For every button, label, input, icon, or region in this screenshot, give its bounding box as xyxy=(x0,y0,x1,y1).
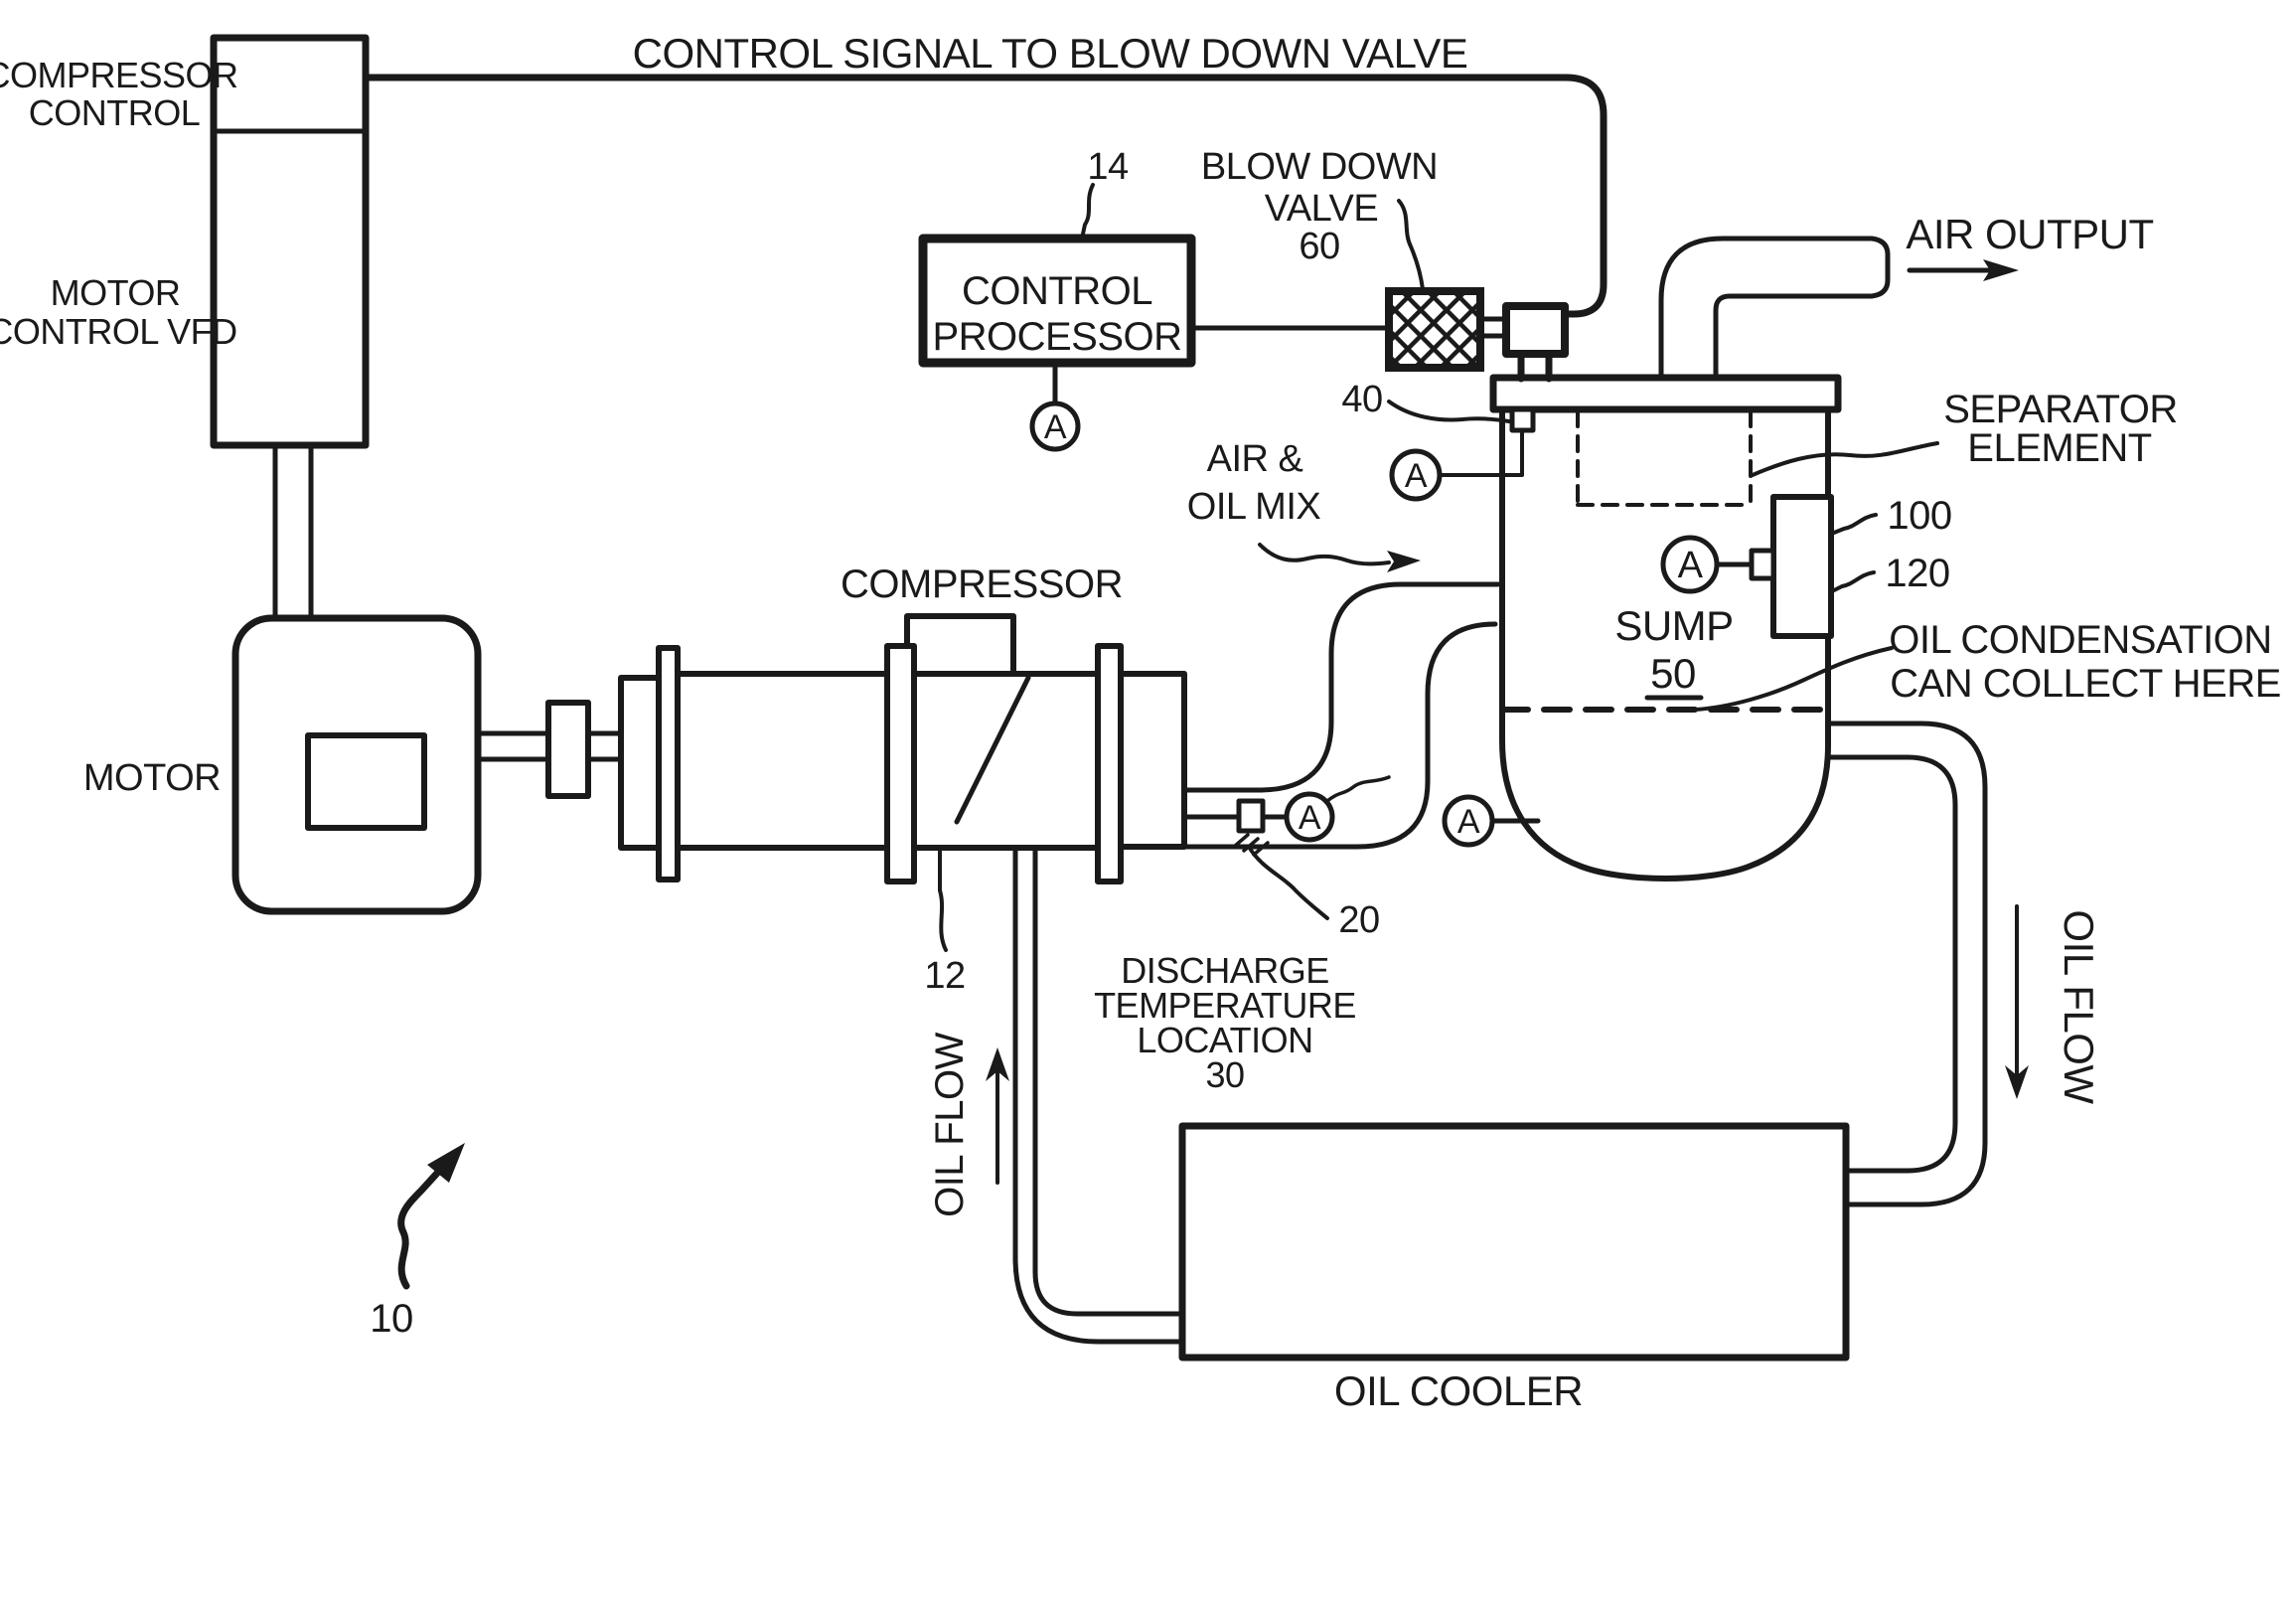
compressor-flange-c xyxy=(1095,643,1124,884)
sensor-a-tank-inlet: A xyxy=(1389,448,1443,502)
sensor-a-letter: A xyxy=(1678,545,1704,586)
shaft-coupling xyxy=(545,700,591,799)
ref-14: 14 xyxy=(1087,146,1129,188)
label-oil-condensation-1: OIL CONDENSATION xyxy=(1889,618,2271,662)
compressor-left-cap xyxy=(618,675,662,851)
leader-oil-condensation xyxy=(1693,646,1894,712)
ref-20: 20 xyxy=(1338,899,1379,941)
leader-100 xyxy=(1832,513,1878,535)
leader-120 xyxy=(1832,570,1876,592)
valve-legs xyxy=(1517,350,1553,383)
element-connector xyxy=(1749,548,1776,581)
inlet-sensor-lead xyxy=(1438,428,1524,477)
label-oil-flow-right: OIL FLOW xyxy=(2056,909,2102,1104)
label-oil-cooler: OIL COOLER xyxy=(1334,1367,1583,1414)
leader-14 xyxy=(1080,183,1095,240)
air-oil-mix-arrow xyxy=(1258,543,1421,572)
leader-40 xyxy=(1387,400,1511,423)
ref-12: 12 xyxy=(924,955,965,997)
system-ref-arrow xyxy=(397,1143,465,1290)
label-motor: MOTOR xyxy=(83,757,221,799)
label-control-processor-1: CONTROL xyxy=(962,269,1152,313)
sensor-a-letter: A xyxy=(1044,408,1067,446)
label-blow-down-1: BLOW DOWN xyxy=(1201,146,1438,188)
label-air-output: AIR OUTPUT xyxy=(1906,211,2153,257)
sensor-a-discharge: A xyxy=(1284,791,1335,843)
compressor-rotor-line xyxy=(954,675,1031,825)
oil-flow-down-arrow xyxy=(2005,904,2029,1099)
ref-100: 100 xyxy=(1887,494,1951,538)
tank-body xyxy=(1499,406,1831,882)
valve-fitting xyxy=(1502,302,1569,358)
label-compressor-control-2: CONTROL xyxy=(29,92,201,133)
ref-40: 40 xyxy=(1341,379,1382,420)
control-signal-line xyxy=(362,74,1607,318)
label-compressor-control-1: COMPRESSOR xyxy=(0,55,238,95)
oil-supply-pipe-right xyxy=(1825,721,1988,1207)
sensor-wavy-lead xyxy=(1325,775,1391,803)
label-discharge-2: TEMPERATURE xyxy=(1094,985,1356,1026)
sensor-a-sump: A xyxy=(1660,535,1720,594)
valve-fitting-lines xyxy=(1477,316,1509,339)
label-oil-flow-left: OIL FLOW xyxy=(928,1032,972,1216)
oil-flow-up-arrow xyxy=(986,1047,1009,1185)
label-air-oil-mix-1: AIR & xyxy=(1207,438,1303,480)
discharge-temp-sensor xyxy=(1181,775,1391,857)
label-sump: SUMP xyxy=(1614,602,1733,649)
air-output-arrow xyxy=(1907,259,2019,281)
label-air-oil-mix-2: OIL MIX xyxy=(1187,486,1321,528)
label-discharge-1: DISCHARGE xyxy=(1121,950,1329,991)
sump-tank xyxy=(1438,374,1842,882)
compressor-assembly xyxy=(618,613,1187,884)
leader-20 xyxy=(1247,845,1329,920)
sensor-a-letter: A xyxy=(1405,457,1428,495)
label-oil-condensation-2: CAN COLLECT HERE xyxy=(1890,662,2281,706)
label-separator-1: SEPARATOR xyxy=(1943,388,2178,431)
ref-60: 60 xyxy=(1299,226,1339,267)
label-motor-control-2: CONTROL VFD xyxy=(0,311,237,352)
blow-down-valve xyxy=(1188,287,1569,383)
air-oil-mix-pipe xyxy=(1181,581,1501,850)
sensor-a-letter: A xyxy=(1299,799,1321,837)
leader-12 xyxy=(938,850,948,952)
leader-60 xyxy=(1397,199,1425,291)
oil-return-pipe-left xyxy=(1012,845,1185,1345)
drive-shaft xyxy=(475,700,624,799)
sensor-a-processor: A xyxy=(1029,401,1081,452)
sensor-a-letter: A xyxy=(1457,803,1480,841)
compressor-right-cap xyxy=(1118,671,1187,850)
motor-rotor xyxy=(305,732,427,831)
label-control-signal: CONTROL SIGNAL TO BLOW DOWN VALVE xyxy=(633,30,1468,77)
motor-box xyxy=(231,614,482,915)
label-compressor: COMPRESSOR xyxy=(841,562,1123,606)
tank-flange xyxy=(1489,374,1842,413)
label-discharge-3: LOCATION xyxy=(1137,1020,1312,1060)
vfd-box xyxy=(210,34,370,449)
ref-10: 10 xyxy=(370,1297,413,1341)
sensor-a-tank-bottom: A xyxy=(1442,794,1495,848)
oil-cooler-box xyxy=(1178,1122,1850,1362)
sensor-hatch xyxy=(1232,833,1270,857)
ref-50: 50 xyxy=(1650,650,1696,697)
compressor-inlet xyxy=(904,613,1016,677)
label-blow-down-2: VALVE xyxy=(1265,188,1378,230)
sensor-square xyxy=(1236,798,1266,834)
separator-element-dashed xyxy=(1576,409,1753,507)
leader-separator xyxy=(1751,441,1939,477)
valve-crosshatch-box xyxy=(1385,287,1484,372)
tank-inlet-fitting xyxy=(1509,406,1536,433)
label-control-processor-2: PROCESSOR xyxy=(932,315,1181,359)
ref-120: 120 xyxy=(1885,552,1949,595)
compressor-flange-b xyxy=(884,643,917,884)
control-processor-box xyxy=(918,234,1196,406)
element-housing-box xyxy=(1770,494,1834,639)
ref-30: 30 xyxy=(1205,1054,1244,1095)
label-motor-control-1: MOTOR xyxy=(51,272,181,313)
label-separator-2: ELEMENT xyxy=(1967,426,2151,470)
air-output-pipe xyxy=(1658,236,1891,381)
